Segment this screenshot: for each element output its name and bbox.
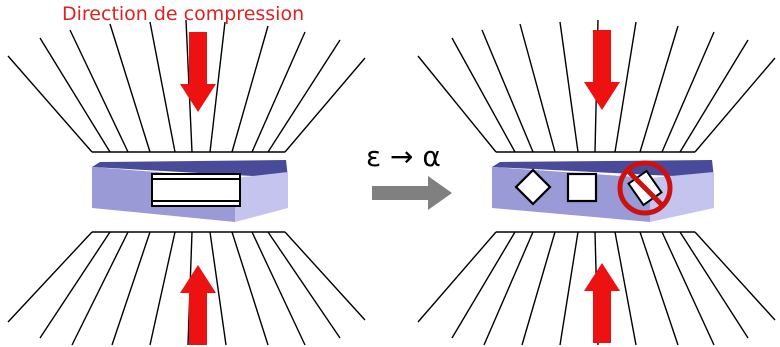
right-slab-side — [650, 172, 714, 222]
right-press-assembly — [417, 19, 776, 346]
compression-direction-caption: Direction de compression — [62, 3, 305, 25]
left-press-assembly — [7, 19, 366, 346]
left-top-compression-arrow — [180, 32, 216, 112]
prohibited-orientation-icon — [617, 160, 673, 216]
alpha-crystal-square-icon — [566, 172, 598, 203]
left-slab-side — [235, 172, 288, 222]
right-bottom-compression-arrow — [584, 263, 620, 343]
phase-transformation-label: ε → α — [366, 140, 441, 173]
transformation-arrow — [372, 176, 452, 210]
right-lower-pressure-lines — [417, 231, 776, 346]
left-bottom-compression-arrow — [180, 265, 216, 345]
alpha-crystal-diamond-icon — [514, 168, 552, 206]
left-lower-pressure-lines — [7, 231, 366, 346]
right-top-compression-arrow — [584, 30, 620, 110]
right-upper-pressure-lines — [417, 19, 776, 153]
epsilon-crystal-icon — [151, 173, 241, 207]
